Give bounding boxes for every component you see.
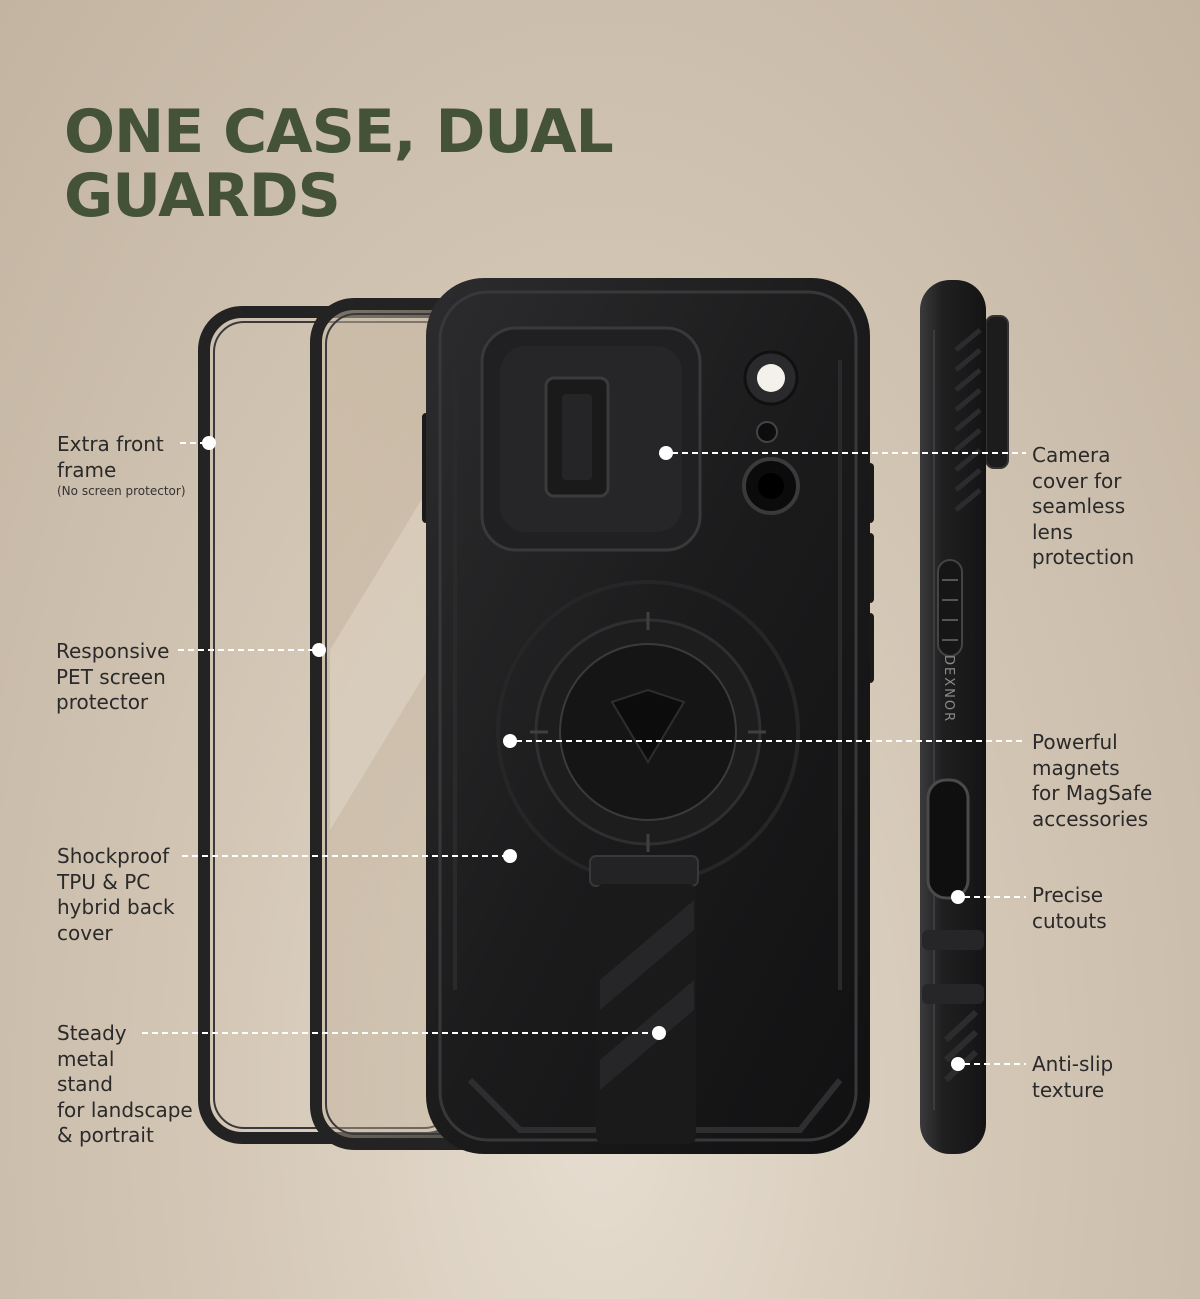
callout-camera-cover: Camera cover for seamless lens protectio…	[1032, 443, 1134, 571]
callout-back-cover: Shockproof TPU & PC hybrid back cover	[57, 844, 175, 946]
callout-line: for landscape	[57, 1097, 193, 1122]
callout-line: cutouts	[1032, 908, 1107, 933]
callout-line: metal	[57, 1046, 115, 1071]
callout-anti-slip: Anti-slip texture	[1032, 1052, 1113, 1103]
callout-line: magnets	[1032, 755, 1120, 780]
headline-line-2: GUARDS	[64, 161, 341, 231]
callout-line: protector	[56, 690, 149, 714]
back-cover-leader	[182, 849, 517, 863]
callout-line: & portrait	[57, 1123, 154, 1147]
callout-line: Camera	[1032, 443, 1111, 467]
anti-slip-leader	[951, 1057, 1026, 1071]
callout-line: Responsive	[56, 639, 170, 663]
callout-line: for MagSafe	[1032, 781, 1153, 805]
stand-leader	[142, 1026, 666, 1040]
callout-line: hybrid back	[57, 895, 175, 919]
side-texture-top	[954, 328, 982, 512]
callout-lines	[142, 436, 1026, 1071]
screen-protector-leader	[178, 643, 326, 657]
callout-cutouts: Precise cutouts	[1032, 883, 1107, 934]
callout-line: cover	[57, 920, 113, 945]
callout-magnets: Powerful magnets for MagSafe accessories	[1032, 730, 1152, 832]
camera-cover	[480, 326, 702, 552]
callout-line: Extra front	[57, 432, 164, 456]
callout-line: seamless	[1032, 494, 1126, 518]
metal-stand	[589, 855, 699, 1144]
callout-line: Precise	[1032, 883, 1104, 907]
callout-stand: Steady metal stand for landscape & portr…	[57, 1021, 193, 1149]
camera-cover-leader	[659, 446, 1026, 460]
callout-line: protection	[1032, 545, 1135, 569]
front-frame-leader	[180, 436, 216, 450]
callout-line: PET screen	[56, 664, 166, 689]
callout-line: TPU & PC	[57, 869, 151, 894]
callout-line: lens	[1032, 519, 1073, 544]
callout-line: Anti-slip	[1032, 1052, 1114, 1076]
callout-line: texture	[1032, 1077, 1105, 1102]
callout-line: Powerful	[1032, 730, 1118, 754]
callout-line: Shockproof	[57, 844, 170, 868]
callout-line: frame	[57, 457, 117, 482]
callout-screen-protector: Responsive PET screen protector	[56, 639, 169, 716]
magnets-leader	[503, 734, 1026, 748]
magsafe-ring	[496, 580, 800, 884]
headline: ONE CASE, DUAL GUARDS	[64, 97, 614, 231]
headline-line-1: ONE CASE, DUAL	[64, 97, 614, 167]
camera-lenses	[742, 350, 800, 515]
callout-line: accessories	[1032, 806, 1149, 831]
callout-note: (No screen protector)	[57, 484, 186, 498]
side-view-case: DEXNOR	[920, 280, 1009, 1154]
callout-front-frame: Extra front frame (No screen protector)	[57, 432, 186, 499]
callout-line: cover for	[1032, 468, 1122, 493]
callout-line: stand	[57, 1072, 113, 1096]
cutouts-leader	[951, 890, 1026, 904]
side-brand-logo: DEXNOR	[941, 655, 956, 723]
callout-line: Steady	[57, 1021, 127, 1045]
